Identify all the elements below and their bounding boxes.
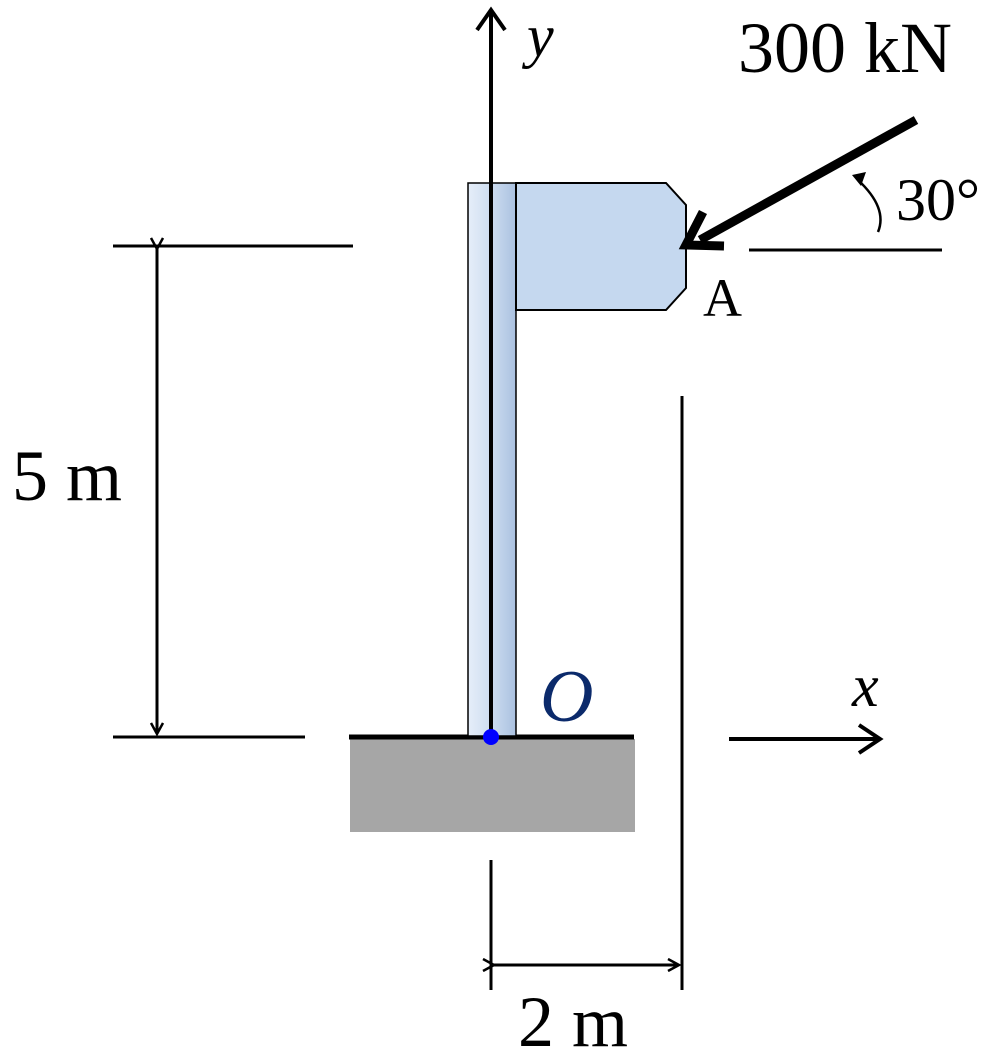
y-axis-label: y (521, 3, 554, 69)
angle-arc (857, 179, 882, 233)
angle-arc-arrowhead (852, 172, 866, 186)
y-axis-arrowhead (475, 6, 507, 32)
origin-label: O (540, 656, 593, 738)
origin-dot (483, 729, 499, 745)
force-arrow-head (678, 209, 725, 251)
force-label: 300 kN (738, 8, 952, 88)
angle-label: 30° (896, 167, 980, 233)
height-dimension-label: 5 m (12, 436, 122, 516)
x-axis-arrowhead (857, 723, 884, 755)
x-axis-label: x (851, 653, 879, 719)
sign-panel (515, 182, 687, 311)
point-a-label: A (703, 268, 742, 328)
force-arrow-shaft (697, 116, 919, 244)
ground-block (350, 739, 635, 832)
width-dimension-label: 2 m (518, 982, 628, 1053)
